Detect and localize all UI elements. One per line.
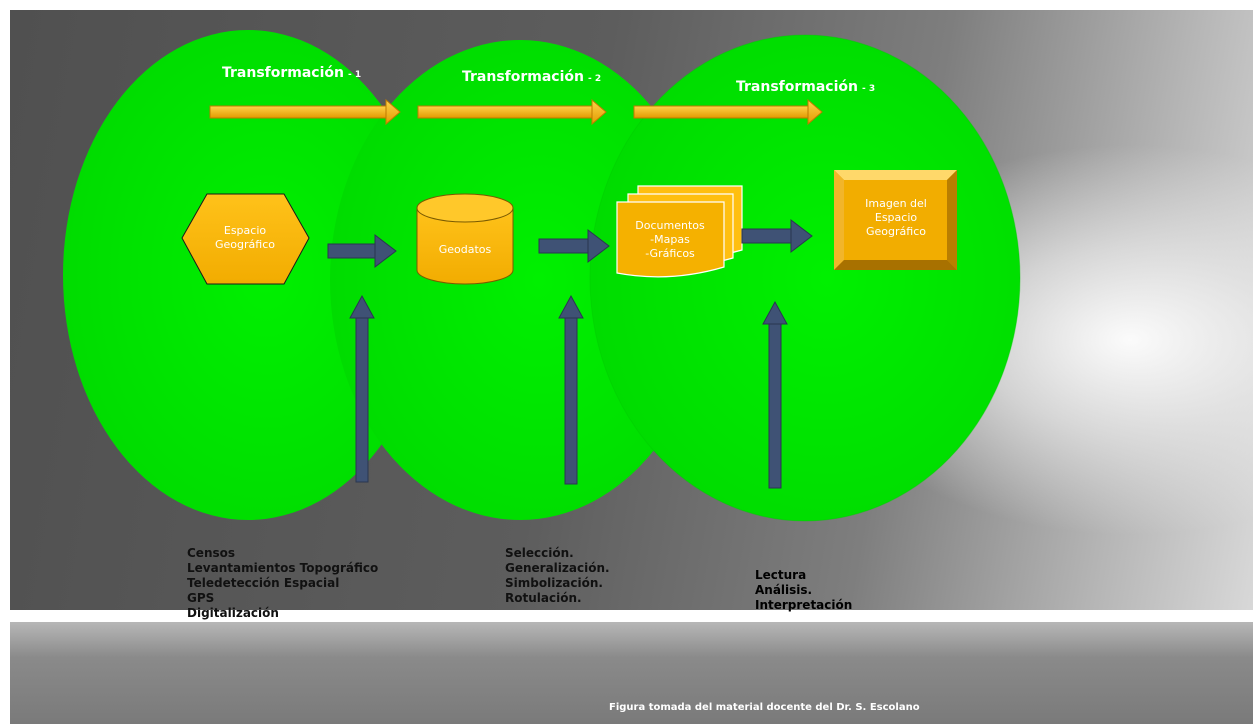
node-documentos-line-1: Documentos — [635, 219, 705, 232]
inputs-2-item: Selección. — [505, 546, 574, 560]
transform-label-3-num: - 3 — [862, 84, 876, 94]
documents-stack — [616, 185, 743, 278]
input-arrow-1 — [349, 294, 375, 483]
node-imagen-line-3: Geográfico — [866, 225, 926, 238]
node-espacio-label: Espacio Geográfico — [195, 224, 295, 252]
transform-arrow-3 — [633, 98, 823, 126]
inputs-list-3: Lectura Análisis. Interpretación — [755, 568, 852, 613]
white-divider — [0, 610, 1253, 622]
slide-footer-band — [10, 622, 1253, 724]
circle-3 — [590, 35, 1020, 521]
inputs-1-item: Levantamientos Topográfico — [187, 561, 379, 575]
node-imagen-line-2: Espacio — [874, 211, 918, 224]
inputs-1-item: GPS — [187, 591, 215, 605]
inputs-3-item: Interpretación — [755, 598, 853, 612]
inputs-2-item: Generalización. — [505, 561, 610, 575]
node-imagen-line-1: Imagen del — [865, 197, 927, 210]
node-espacio-line-2: Geográfico — [215, 238, 275, 251]
inputs-2-item: Rotulación. — [505, 591, 582, 605]
transform-label-2-num: - 2 — [588, 74, 602, 84]
input-arrow-3 — [762, 300, 788, 489]
node-imagen-label: Imagen del Espacio Geográfico — [846, 197, 946, 239]
flow-arrow-3 — [741, 218, 813, 254]
node-geodatos-text: Geodatos — [438, 243, 492, 256]
circle-2 — [330, 40, 710, 520]
node-espacio-line-1: Espacio — [223, 224, 267, 237]
inputs-list-2: Selección. Generalización. Simbolización… — [505, 546, 610, 606]
node-documentos-label: Documentos -Mapas -Gráficos — [620, 219, 720, 261]
transform-label-1-num: - 1 — [348, 70, 362, 80]
inputs-1-item: Censos — [187, 546, 236, 560]
cylinder-geodatos — [416, 193, 514, 285]
box-imagen-espacio — [834, 170, 957, 270]
flow-arrow-1 — [327, 233, 397, 269]
inputs-3-item: Análisis. — [755, 583, 813, 597]
flow-diagram — [63, 30, 1021, 522]
node-geodatos-label: Geodatos — [420, 243, 510, 257]
transform-label-2-text: Transformación — [462, 69, 584, 85]
transform-arrow-2 — [417, 98, 607, 126]
top-border — [0, 0, 1253, 10]
circle-3-overlap-shade — [589, 34, 1021, 522]
inputs-list-1: Censos Levantamientos Topográfico Telede… — [187, 546, 378, 621]
transform-label-3-text: Transformación — [736, 79, 858, 95]
transform-arrow-1 — [209, 98, 401, 126]
inputs-2-item: Simbolización. — [505, 576, 603, 590]
left-border — [0, 0, 10, 724]
input-arrow-2 — [558, 294, 584, 485]
inputs-1-item: Teledetección Espacial — [187, 576, 340, 590]
node-documentos-line-2: -Mapas — [650, 233, 690, 246]
figure-caption: Figura tomada del material docente del D… — [609, 702, 920, 713]
transform-label-1: Transformación - 1 — [222, 65, 361, 81]
flow-arrow-2 — [538, 228, 610, 264]
transform-label-2: Transformación - 2 — [462, 69, 601, 85]
hexagon-espacio-geografico — [181, 193, 310, 285]
inputs-3-item: Lectura — [755, 568, 807, 582]
node-documentos-line-3: -Gráficos — [645, 247, 695, 260]
transform-label-1-text: Transformación — [222, 65, 344, 81]
inputs-1-item: Digitalización — [187, 606, 279, 620]
transform-label-3: Transformación - 3 — [736, 79, 875, 95]
